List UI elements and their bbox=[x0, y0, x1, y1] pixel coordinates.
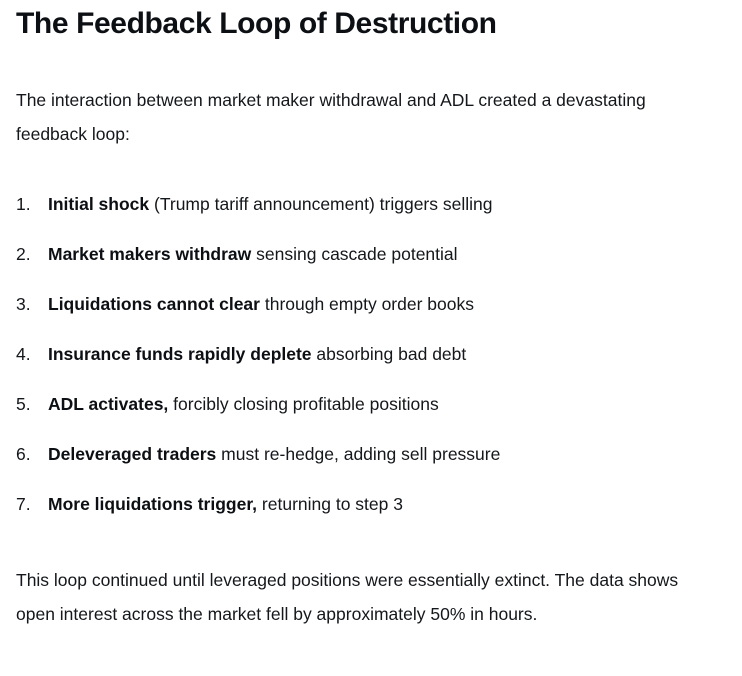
feedback-loop-steps-list: 1. Initial shock (Trump tariff announcem… bbox=[16, 192, 722, 542]
list-item-marker: 5. bbox=[16, 394, 31, 414]
list-item-marker: 3. bbox=[16, 294, 31, 314]
page-title: The Feedback Loop of Destruction bbox=[16, 7, 497, 40]
list-item-lead: Initial shock bbox=[48, 194, 150, 214]
list-item-rest: must re-hedge, adding sell pressure bbox=[216, 444, 501, 464]
list-item-marker: 7. bbox=[16, 494, 31, 514]
list-item-lead: Liquidations cannot clear bbox=[48, 294, 260, 314]
list-item-marker: 1. bbox=[16, 194, 31, 214]
list-item-marker: 6. bbox=[16, 444, 31, 464]
list-item: 1. Initial shock (Trump tariff announcem… bbox=[16, 192, 722, 242]
list-item: 3. Liquidations cannot clear through emp… bbox=[16, 292, 722, 342]
list-item: 4. Insurance funds rapidly deplete absor… bbox=[16, 342, 722, 392]
list-item-rest: returning to step 3 bbox=[257, 494, 403, 514]
list-item-rest: through empty order books bbox=[259, 294, 474, 314]
list-item: 7. More liquidations trigger, returning … bbox=[16, 492, 722, 542]
list-item-marker: 2. bbox=[16, 244, 31, 264]
list-item-lead: More liquidations trigger, bbox=[48, 494, 258, 514]
list-item-rest: absorbing bad debt bbox=[311, 344, 467, 364]
list-item-rest: sensing cascade potential bbox=[251, 244, 458, 264]
list-item-lead: Deleveraged traders bbox=[48, 444, 217, 464]
list-item-rest: forcibly closing profitable positions bbox=[168, 394, 439, 414]
list-item: 5. ADL activates, forcibly closing profi… bbox=[16, 392, 722, 442]
closing-paragraph: This loop continued until leveraged posi… bbox=[16, 570, 679, 624]
list-item-lead: Insurance funds rapidly deplete bbox=[48, 344, 312, 364]
list-item-lead: Market makers withdraw bbox=[48, 244, 252, 264]
list-item: 6. Deleveraged traders must re-hedge, ad… bbox=[16, 442, 722, 492]
list-item-rest: (Trump tariff announcement) triggers sel… bbox=[149, 194, 493, 214]
list-item: 2. Market makers withdraw sensing cascad… bbox=[16, 242, 722, 292]
list-item-lead: ADL activates, bbox=[48, 394, 169, 414]
list-item-marker: 4. bbox=[16, 344, 31, 364]
intro-paragraph: The interaction between market maker wit… bbox=[16, 90, 646, 144]
